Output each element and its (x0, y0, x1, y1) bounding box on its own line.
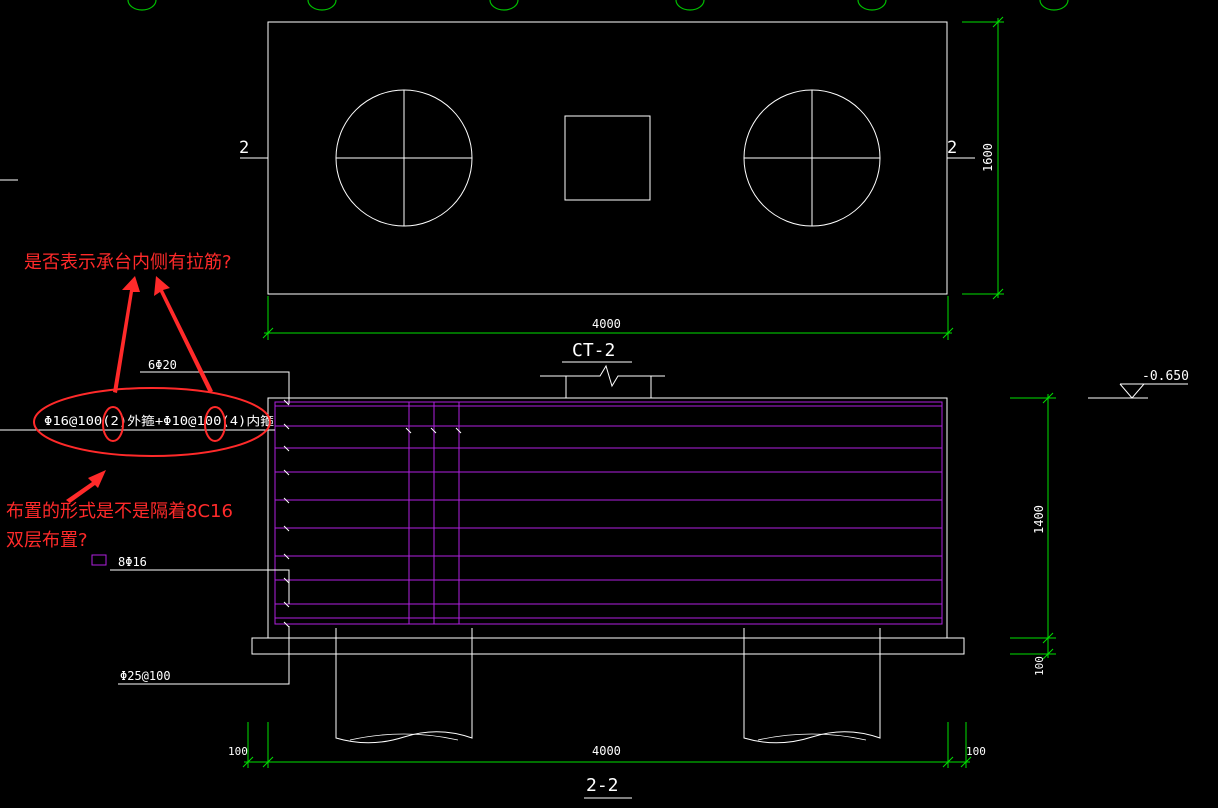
elevation-label: -0.650 (1142, 369, 1189, 384)
plan-dim-width (262, 296, 954, 340)
red-markup (33, 387, 271, 457)
section-dim-horizontal (242, 722, 972, 768)
plan-right-pile (743, 89, 881, 227)
plan-column (564, 115, 651, 201)
pile-embed-dashes (342, 637, 874, 655)
highlight-circle-4 (204, 406, 226, 442)
section-dim-left-label: 100 (228, 745, 248, 758)
label-side-bars: 8Φ16 (118, 555, 147, 569)
section-cap-outline (267, 397, 948, 639)
section-mark-left: 2 (239, 138, 249, 158)
plan-dim-height-label: 1600 (981, 143, 995, 172)
section-cushion (251, 637, 965, 655)
label-stirrups: Φ16@100(2)外箍+Φ10@100(4)内箍 (44, 413, 274, 428)
section-dim-right-label: 100 (966, 745, 986, 758)
section-left-pile (335, 628, 473, 744)
label-top-bars: 6Φ20 (148, 358, 177, 372)
red-arrows (66, 276, 213, 503)
section-dim-width-label: 4000 (592, 744, 621, 758)
highlight-circle-2 (102, 406, 124, 442)
rebar-hook-ticks (283, 399, 462, 628)
stirrup-highlight-ellipse (33, 387, 271, 457)
section-title: 2-2 (586, 775, 619, 796)
section-dim-cushion-label: 100 (1033, 656, 1046, 676)
section-right-pile (743, 628, 881, 744)
plan-left-pile (335, 89, 473, 227)
section-dim-height-label: 1400 (1032, 505, 1046, 534)
label-bottom-bars: Φ25@100 (120, 669, 171, 683)
annotation-question-2-line2: 双层布置? (6, 530, 88, 551)
section-rebar (274, 401, 943, 625)
elevation-marker (1088, 383, 1188, 399)
annotation-question-2-line1: 布置的形式是不是隔着8C16 (6, 501, 233, 522)
annotation-question-1: 是否表示承台内侧有拉筋? (24, 252, 232, 273)
section-mark-right: 2 (947, 138, 957, 158)
section-dim-vertical (1010, 392, 1056, 660)
plan-view (0, 21, 975, 295)
top-edge-arcs (127, 0, 1069, 11)
section-outline (251, 364, 965, 744)
rebar-leaders (0, 371, 290, 685)
plan-title: CT-2 (572, 340, 615, 361)
plan-dim-width-label: 4000 (592, 317, 621, 331)
plan-dim-height (962, 16, 1004, 300)
side-bars-symbol (91, 554, 107, 566)
outer-stirrup (274, 401, 943, 625)
